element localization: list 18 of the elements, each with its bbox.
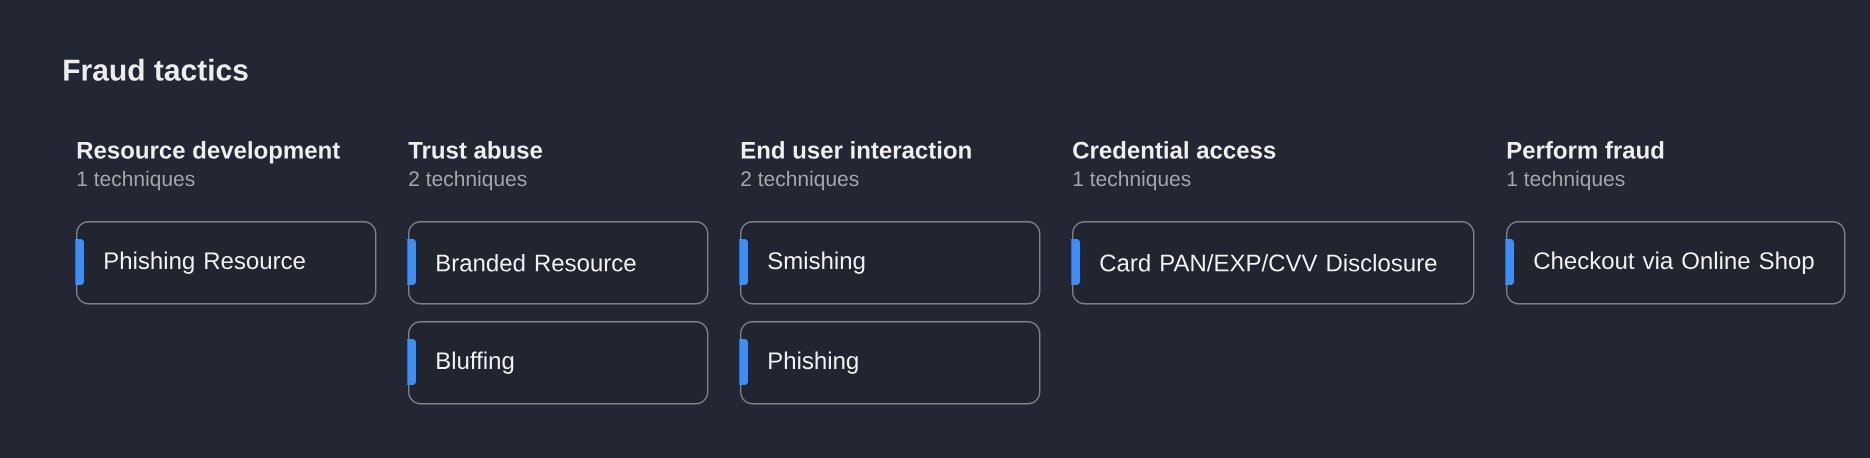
title: Fraud tactics (64, 58, 248, 81)
technique-card: Card PAN/EXP/CVV Disclosure (1072, 221, 1475, 305)
column-heading: Credential access (1073, 141, 1276, 159)
technique-card: Smishing (740, 221, 1041, 305)
technique-count: 1 techniques (1073, 170, 1191, 191)
column-heading: Perform fraud (1507, 141, 1664, 159)
technique-count: 1 techniques (1507, 170, 1625, 191)
technique-card: Checkout via Online Shop (1506, 221, 1846, 305)
technique-count: 2 techniques (409, 170, 527, 191)
technique-card: Bluffing (408, 321, 709, 405)
technique-card: Branded Resource (408, 221, 709, 305)
column-heading: Trust abuse (408, 141, 543, 159)
technique-card: Phishing Resource (76, 221, 377, 305)
technique-count: 1 techniques (77, 170, 195, 191)
column-heading: Resource development (77, 141, 340, 164)
column-heading: End user interaction (741, 141, 971, 159)
technique-count: 2 techniques (741, 170, 859, 191)
technique-card: Phishing (740, 321, 1041, 405)
